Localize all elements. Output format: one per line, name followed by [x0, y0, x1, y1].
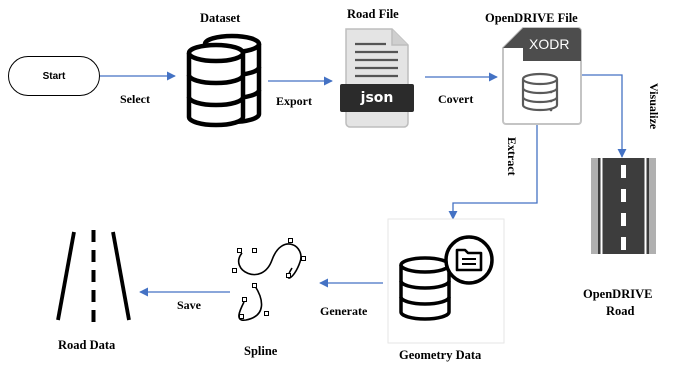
save-label: Save — [177, 298, 201, 312]
xodr-file-icon — [502, 27, 582, 125]
opendrive-road-title-line1: OpenDRIVE — [583, 287, 653, 301]
spline-icon — [232, 238, 306, 321]
geometry-data-title: Geometry Data — [399, 348, 482, 362]
dataset-title: Dataset — [200, 11, 241, 25]
start-label: Start — [42, 70, 66, 82]
generate-label: Generate — [320, 304, 368, 318]
start-node: Start — [8, 56, 100, 96]
opendrive-road-title-line2: Road — [606, 304, 635, 318]
database-icon — [186, 33, 262, 128]
opendrive-file-title: OpenDRIVE File — [485, 11, 578, 25]
export-label: Export — [276, 94, 312, 108]
select-label: Select — [120, 92, 150, 106]
arrow-opendrive-geometry — [448, 125, 538, 220]
arrow-opendrive-road — [581, 74, 627, 158]
road-icon — [591, 158, 656, 254]
spline-title: Spline — [244, 344, 278, 358]
visualize-label: Visualize — [647, 83, 661, 130]
json-file-icon — [340, 28, 414, 128]
road-lines-icon — [56, 230, 131, 322]
folder-database-icon — [387, 218, 505, 344]
road-file-title: Road File — [347, 7, 399, 21]
xodr-badge-label: XODR — [529, 36, 570, 52]
extract-label: Extract — [505, 137, 519, 176]
json-badge-label: json — [360, 90, 394, 106]
covert-label: Covert — [438, 92, 474, 106]
arrows — [100, 71, 627, 297]
road-data-title: Road Data — [58, 338, 116, 352]
